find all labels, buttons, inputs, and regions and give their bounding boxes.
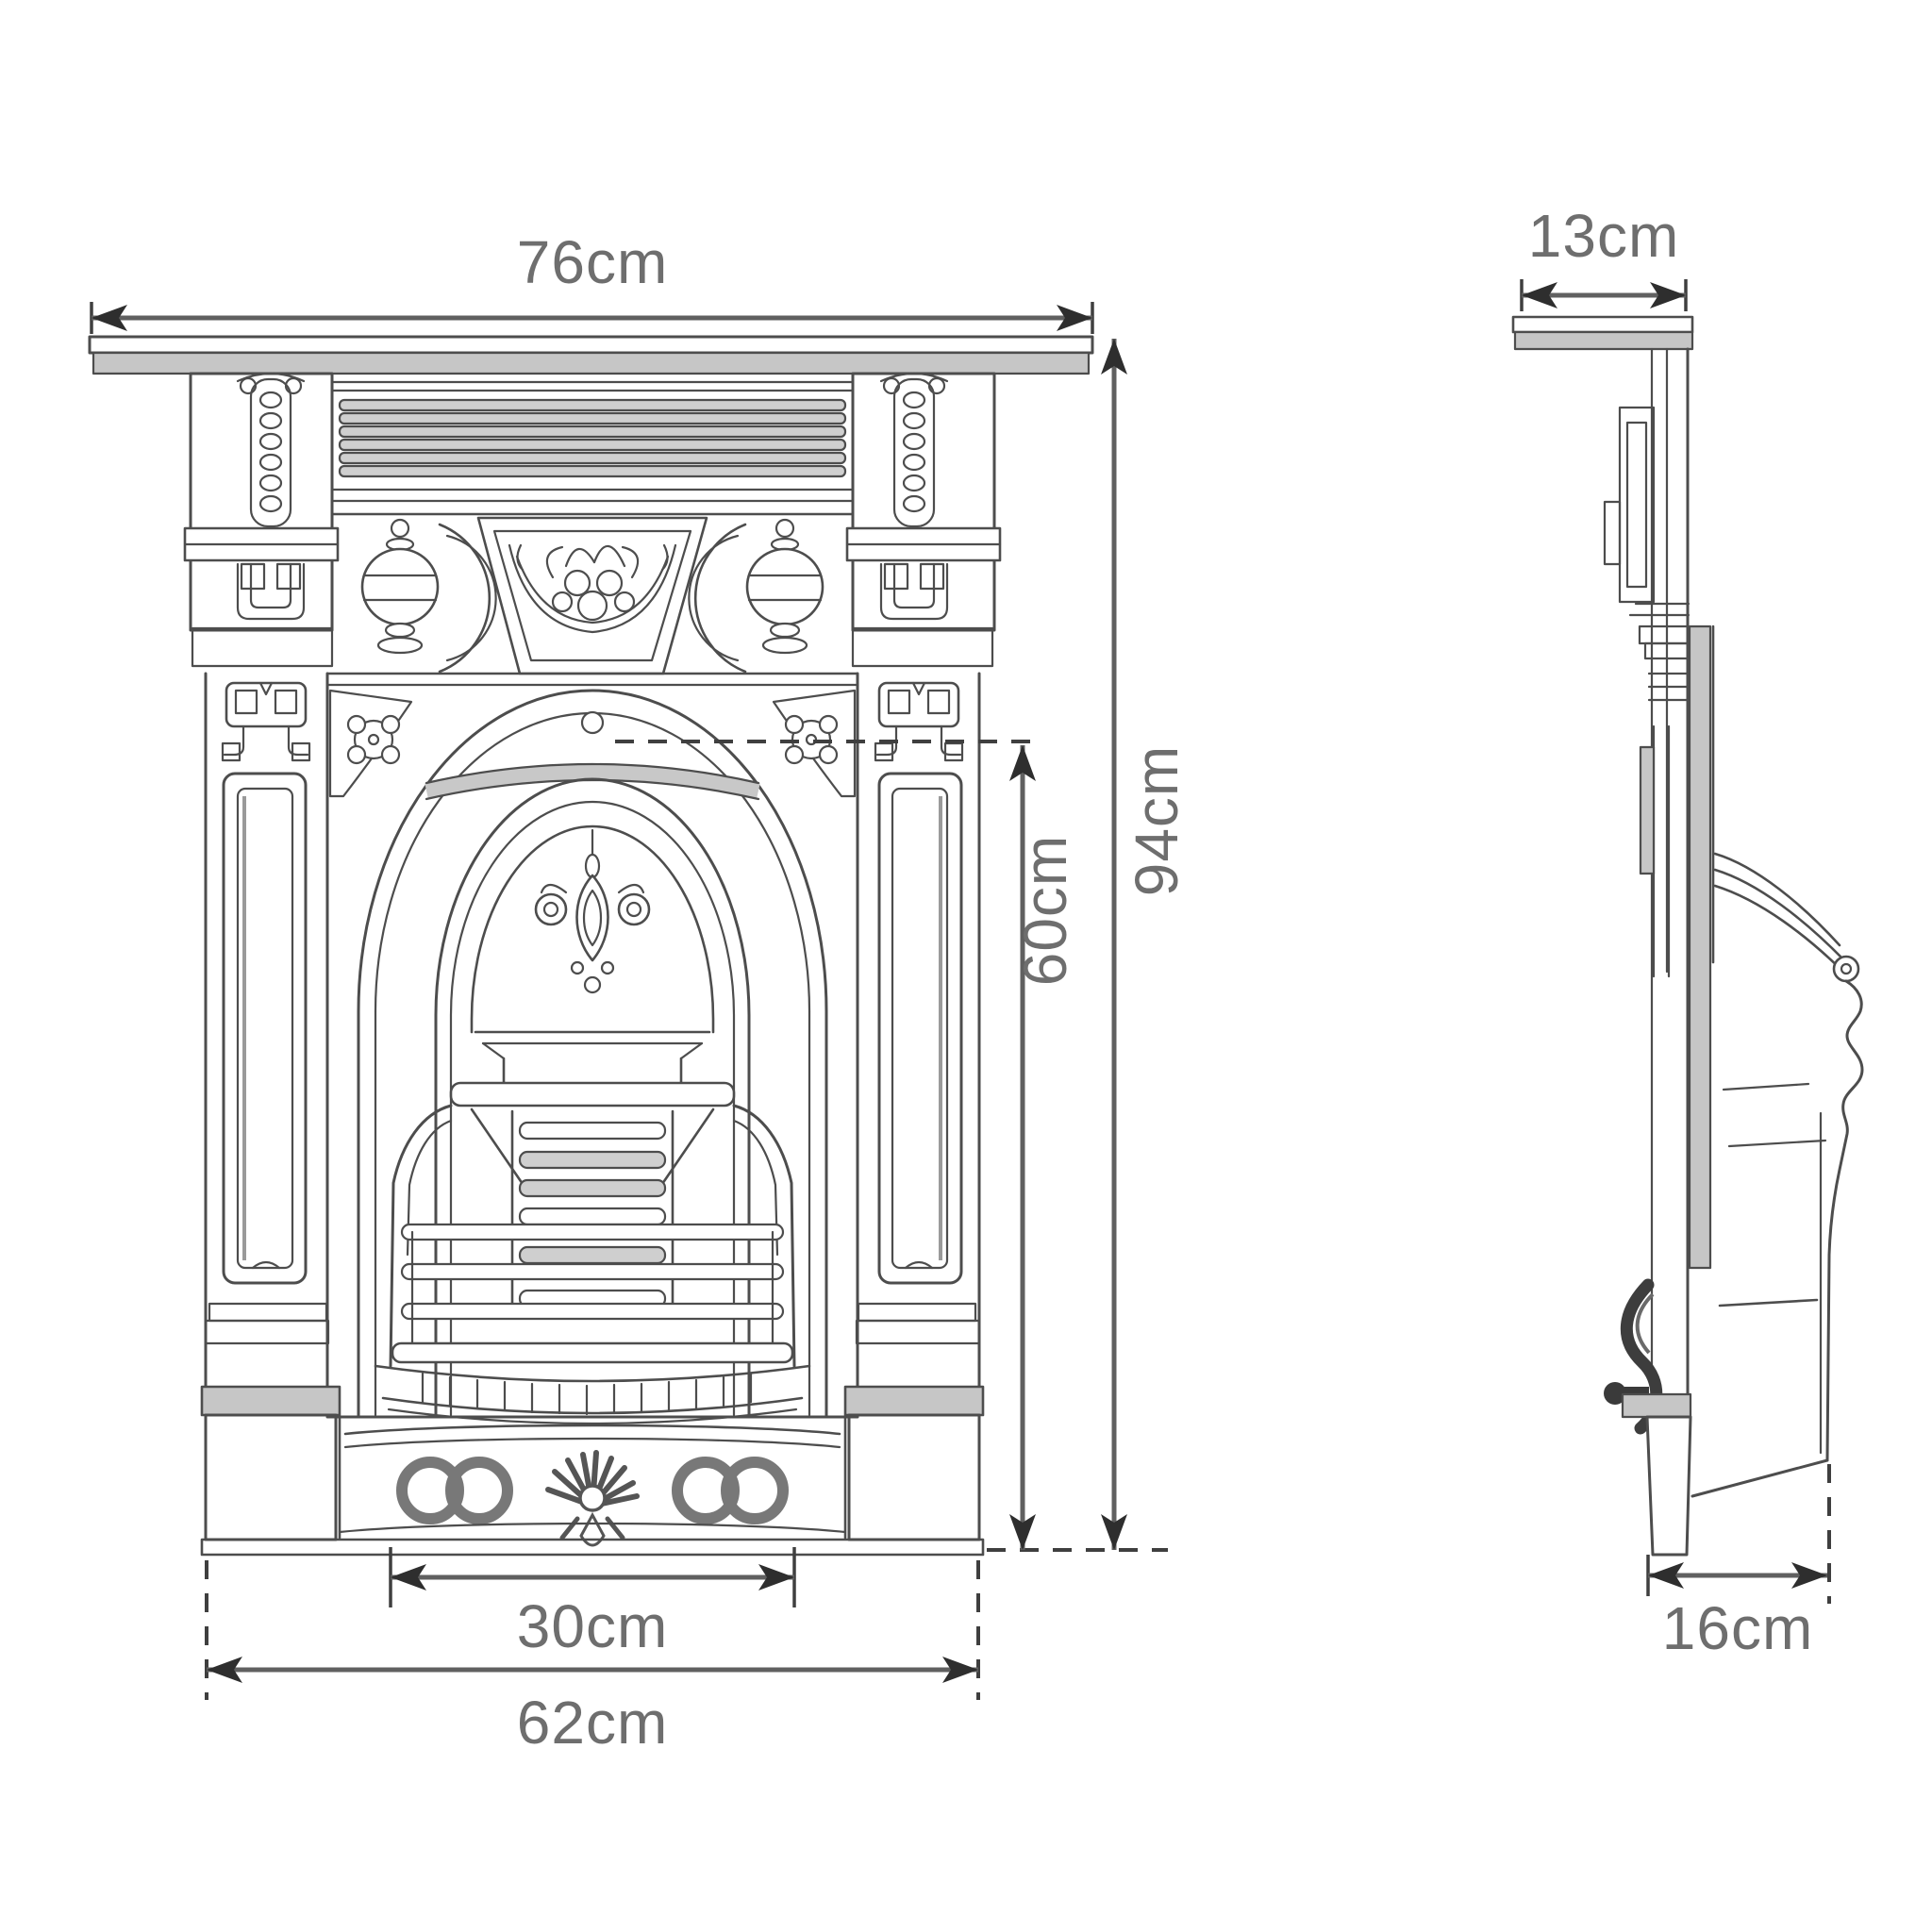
front-view [88,335,1094,1557]
base-apron [200,1415,985,1557]
label-opening-width: 30cm [517,1592,669,1660]
strapwork-motif [221,681,311,762]
side-foot [1621,1392,1692,1557]
waist [481,1041,704,1087]
urn-ornament [360,518,497,674]
plinth [200,1385,341,1541]
cartouche-ornament [476,516,708,675]
dimension-opening-height: 60cm [615,740,1079,1550]
dimension-overall-height: 94cm [987,339,1191,1552]
corbel [183,372,340,668]
recessed-panel [222,772,308,1285]
side-canopy [1713,852,1860,983]
dimension-opening-width: 30cm [389,1547,796,1660]
dimension-shelf-depth: 13cm [1520,202,1688,311]
label-overall-height: 94cm [1123,745,1191,897]
label-opening-height: 60cm [1011,835,1079,987]
screw-hole [580,710,605,735]
spandrel-ornament [328,689,413,798]
base-plinth-band [200,1538,985,1557]
label-shelf-width: 76cm [517,228,669,296]
label-base-depth: 16cm [1662,1594,1814,1662]
louvers [518,1121,667,1308]
label-shelf-depth: 13cm [1528,202,1680,270]
side-shelf [1511,315,1694,351]
dimension-shelf-width: 76cm [90,228,1094,334]
ash-pan-cover [374,1364,811,1425]
pilaster [200,672,341,1541]
mantel-shelf [88,335,1094,375]
vent-slats [338,398,847,478]
side-body [1603,347,1715,1469]
label-base-width: 62cm [517,1689,669,1757]
side-lower-profile [1690,979,1864,1498]
ring-ornaments [396,1457,789,1524]
fire-grate [389,1081,796,1368]
arch [357,689,828,1417]
front-bars [400,1223,785,1351]
side-view [1511,315,1864,1557]
frieze [325,380,859,687]
dimension-base-width: 62cm [205,1560,980,1757]
fleur-de-lis-medallion [534,828,651,994]
fan-ornament [545,1450,640,1547]
dimension-base-depth: 16cm [1646,1464,1831,1662]
